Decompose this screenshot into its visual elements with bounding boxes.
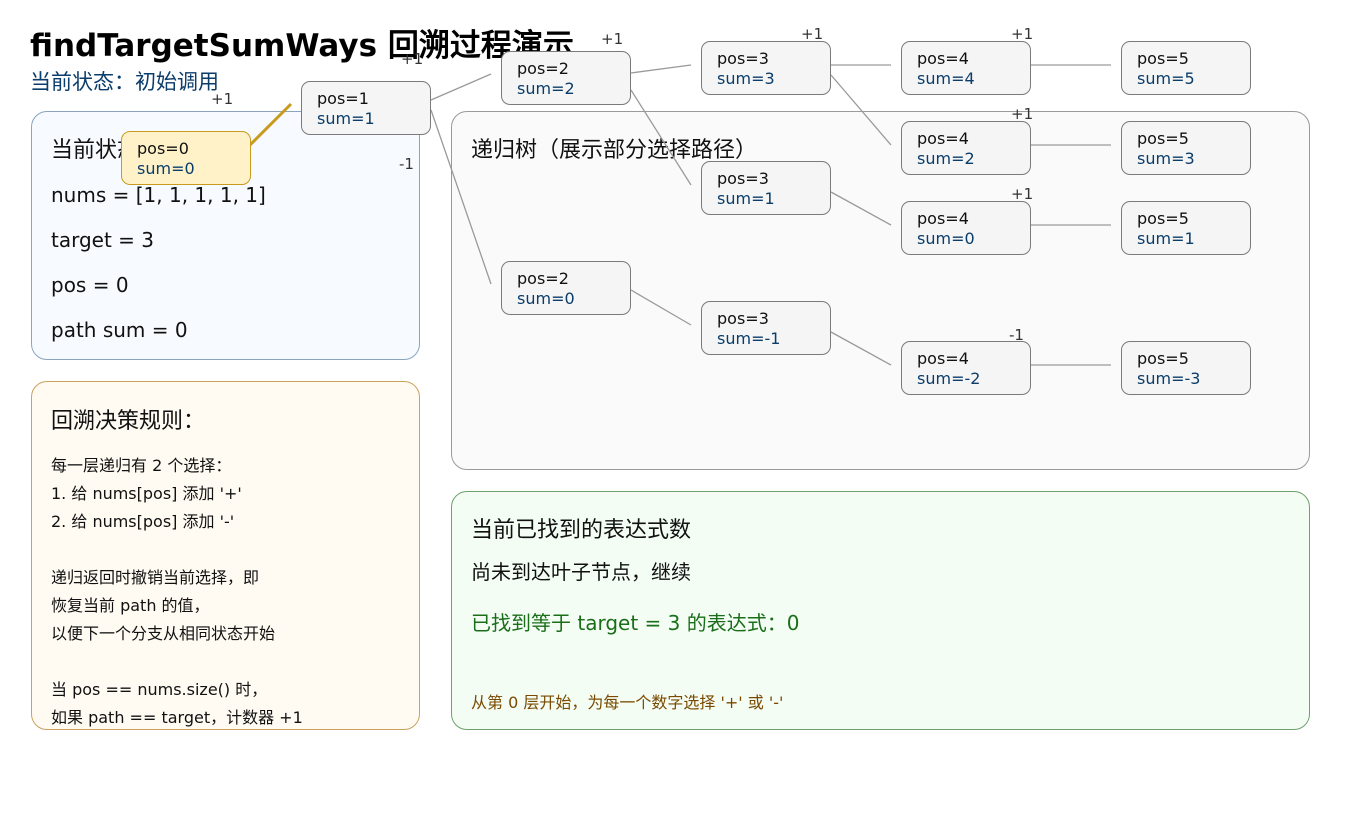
node-pos: pos=2 (517, 59, 569, 78)
edge-label: +1 (211, 90, 234, 108)
rule-line: 递归返回时撤销当前选择，即 (51, 568, 260, 587)
node-sum: sum=3 (1137, 149, 1195, 168)
node-pos: pos=5 (1137, 209, 1189, 228)
node-pos: pos=3 (717, 169, 769, 188)
node-pos: pos=3 (717, 309, 769, 328)
node-sum: sum=1 (1137, 229, 1195, 248)
tree-edge-n1-n2a (430, 73, 492, 101)
edge-label: +1 (601, 30, 624, 48)
node-pos: pos=3 (717, 49, 769, 68)
tree-edge-n0-n1 (248, 102, 293, 147)
node-sum: sum=-2 (917, 369, 981, 388)
node-pos: pos=4 (917, 49, 969, 68)
edge-label: -1 (1009, 326, 1024, 344)
edge-label: -1 (399, 155, 414, 173)
node-sum: sum=0 (917, 229, 975, 248)
node-sum: sum=-3 (1137, 369, 1201, 388)
state-target: target = 3 (51, 228, 155, 252)
node-pos: pos=4 (917, 349, 969, 368)
tree-edge-n3a-n4b (830, 74, 892, 146)
state-path-sum: path sum = 0 (51, 318, 188, 342)
result-status: 尚未到达叶子节点，继续 (471, 560, 691, 584)
node-sum: sum=3 (717, 69, 775, 88)
page-title: findTargetSumWays 回溯过程演示 (30, 28, 574, 64)
node-sum: sum=2 (917, 149, 975, 168)
current-state-subtitle: 当前状态：初始调用 (30, 70, 219, 94)
node-pos: pos=5 (1137, 129, 1189, 148)
tree-edge-n3b-n4c (830, 191, 892, 226)
rule-panel-heading: 回溯决策规则： (51, 409, 206, 434)
tree-edge-n3c-n4d (830, 331, 892, 366)
node-sum: sum=4 (917, 69, 975, 88)
rule-line: 2. 给 nums[pos] 添加 '-' (51, 512, 235, 531)
edge-label: +1 (1011, 105, 1034, 123)
tree-edge-n2b-n3c (630, 289, 692, 326)
result-panel-heading: 当前已找到的表达式数 (471, 518, 692, 543)
rule-panel: 回溯决策规则： 每一层递归有 2 个选择： 1. 给 nums[pos] 添加 … (31, 381, 420, 730)
result-panel: 当前已找到的表达式数 尚未到达叶子节点，继续 已找到等于 target = 3 … (451, 491, 1310, 730)
node-sum: sum=-1 (717, 329, 781, 348)
node-sum: sum=1 (717, 189, 775, 208)
tree-edge-n1-n2b (430, 109, 492, 285)
edge-label: +1 (1011, 185, 1034, 203)
node-pos: pos=2 (517, 269, 569, 288)
rule-line: 恢复当前 path 的值， (51, 596, 210, 615)
tree-edge-n2a-n3a (630, 64, 692, 74)
edge-label: +1 (801, 25, 824, 43)
node-pos: pos=5 (1137, 49, 1189, 68)
rule-line: 以便下一个分支从相同状态开始 (51, 624, 276, 643)
rule-line: 1. 给 nums[pos] 添加 '+' (51, 484, 242, 503)
node-sum: sum=1 (317, 109, 375, 128)
node-pos: pos=5 (1137, 349, 1189, 368)
state-pos: pos = 0 (51, 273, 129, 297)
state-nums: nums = [1, 1, 1, 1, 1] (51, 183, 266, 207)
node-sum: sum=0 (137, 159, 195, 178)
result-note: 从第 0 层开始，为每一个数字选择 '+' 或 '-' (471, 693, 784, 712)
edge-label: +1 (401, 50, 424, 68)
node-pos: pos=1 (317, 89, 369, 108)
node-pos: pos=4 (917, 129, 969, 148)
rule-line: 当 pos == nums.size() 时， (51, 680, 268, 699)
rule-line: 每一层递归有 2 个选择： (51, 456, 232, 475)
node-pos: pos=0 (137, 139, 189, 158)
edge-label: +1 (1011, 25, 1034, 43)
tree-panel-heading: 递归树（展示部分选择路径） (471, 138, 758, 163)
tree-edge-n2a-n3b (630, 89, 692, 186)
node-sum: sum=0 (517, 289, 575, 308)
node-pos: pos=4 (917, 209, 969, 228)
result-count: 已找到等于 target = 3 的表达式：0 (471, 611, 800, 635)
rule-line: 如果 path == target，计数器 +1 (51, 708, 303, 727)
node-sum: sum=5 (1137, 69, 1195, 88)
node-sum: sum=2 (517, 79, 575, 98)
